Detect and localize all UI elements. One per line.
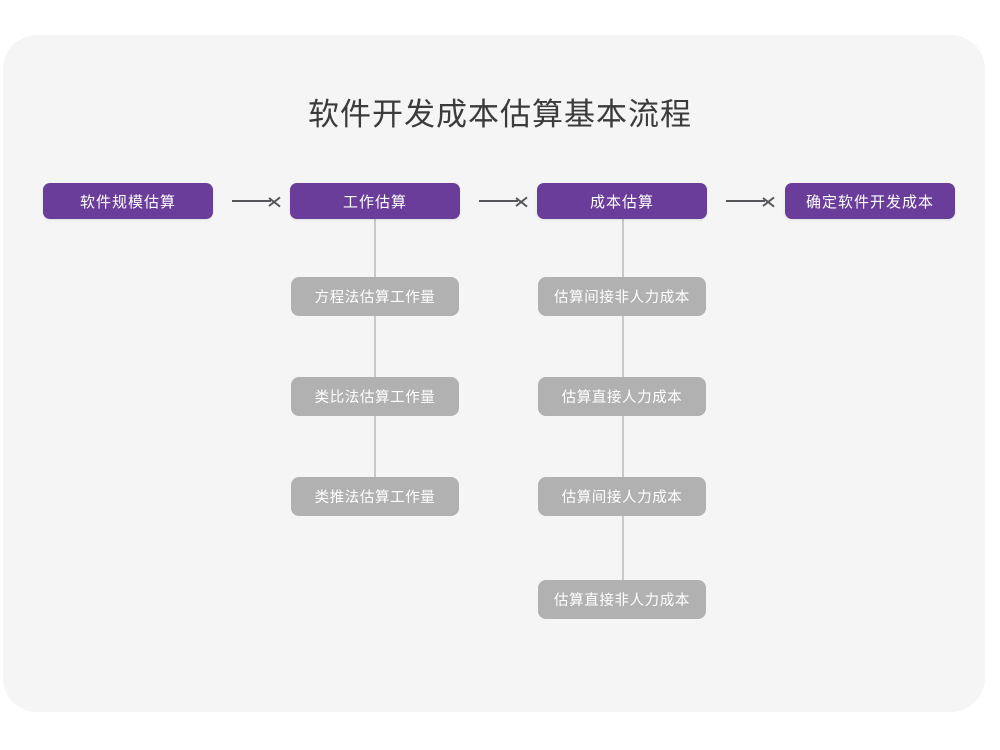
arrow-3 [726,190,774,212]
flow-node-label: 确定软件开发成本 [805,193,934,211]
branch-node-label: 估算间接非人力成本 [554,290,690,306]
branch-node-direct-labor-cost[interactable]: 估算直接人力成本 [538,377,706,416]
branch-node-label: 类推法估算工作量 [314,490,436,506]
arrow-1-shaft [232,200,271,202]
branch-node-equation-method[interactable]: 方程法估算工作量 [291,277,459,316]
arrow-1 [232,190,280,212]
branch-node-direct-nonlabor-cost[interactable]: 估算直接非人力成本 [538,580,706,619]
flow-node-determine-dev-cost[interactable]: 确定软件开发成本 [785,183,955,219]
branch-node-label: 方程法估算工作量 [314,290,436,306]
branch-node-indirect-labor-cost[interactable]: 估算间接人力成本 [538,477,706,516]
branch-node-label: 估算间接人力成本 [561,490,683,506]
page-title: 软件开发成本估算基本流程 [308,97,692,132]
flow-node-cost-estimation[interactable]: 成本估算 [537,183,707,219]
branch-node-analogy-method[interactable]: 类比法估算工作量 [291,377,459,416]
arrow-2-head [516,194,527,209]
flow-node-label: 成本估算 [589,193,654,211]
arrow-2-shaft [479,200,518,202]
branch-node-indirect-nonlabor-cost[interactable]: 估算间接非人力成本 [538,277,706,316]
arrow-1-head [269,194,280,209]
arrow-3-head [763,194,774,209]
branch-node-label: 估算直接非人力成本 [554,593,690,609]
diagram-card [3,35,985,712]
arrow-3-shaft [726,200,765,202]
branch-node-label: 类比法估算工作量 [314,390,436,406]
flow-node-label: 工作估算 [342,193,407,211]
branch-node-inference-method[interactable]: 类推法估算工作量 [291,477,459,516]
connector-line-branch-1 [374,218,376,498]
flow-node-software-size-estimation[interactable]: 软件规模估算 [43,183,213,219]
flow-node-label: 软件规模估算 [79,193,176,211]
arrow-2 [479,190,527,212]
branch-node-label: 估算直接人力成本 [561,390,683,406]
flow-node-work-estimation[interactable]: 工作估算 [290,183,460,219]
